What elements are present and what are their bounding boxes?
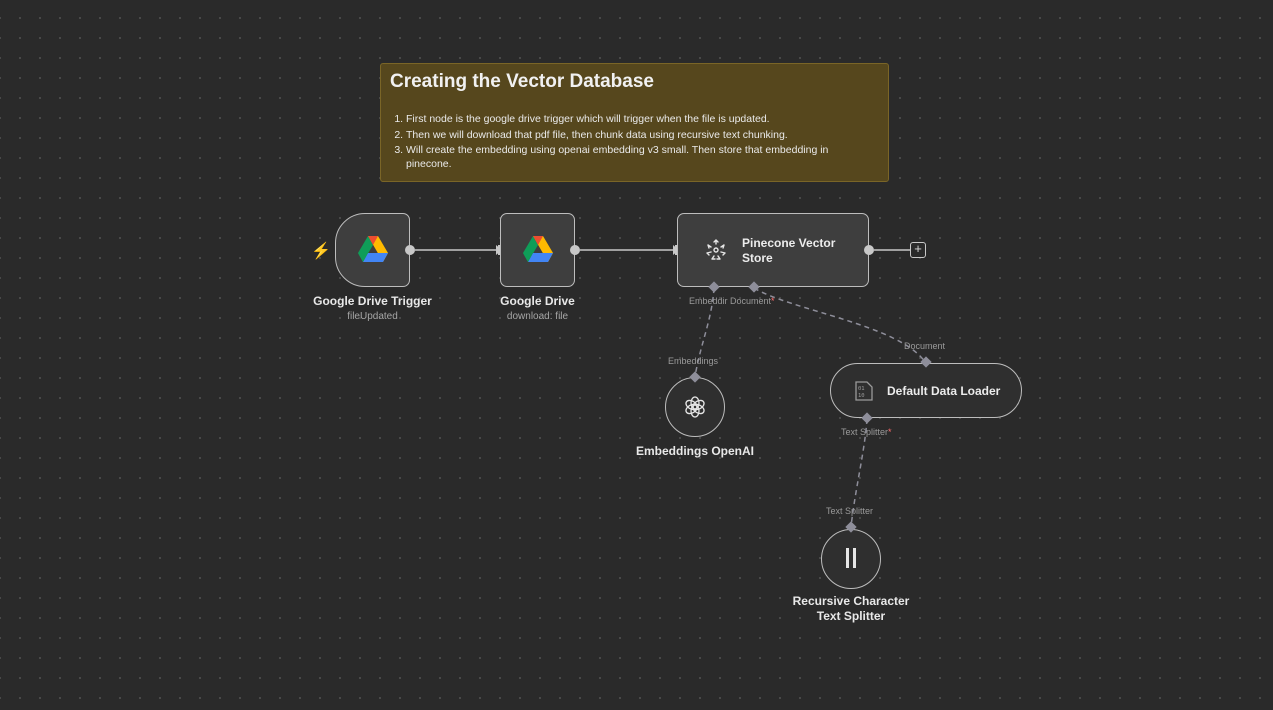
- required-mark: *: [888, 427, 892, 437]
- google-drive-icon: [358, 236, 388, 262]
- node-pinecone-vector-store[interactable]: Pinecone Vector Store: [677, 213, 869, 287]
- gdrive-node-name: Google Drive: [500, 294, 575, 308]
- embeddings-port-label: Embeddings: [668, 356, 719, 366]
- trigger-node-subtitle: fileUpdated: [347, 311, 398, 322]
- loader-node-name: Default Data Loader: [887, 384, 1001, 398]
- splitter-port-label: Text Splitter: [826, 506, 874, 516]
- node-recursive-character-text-splitter[interactable]: [821, 529, 881, 589]
- trigger-bolt-icon: ⚡: [311, 243, 331, 260]
- openai-icon: [685, 396, 705, 418]
- node-default-data-loader[interactable]: 01 10 Default Data Loader: [830, 363, 1022, 418]
- loader-textsplitter-port-label: Text Splitter*: [841, 427, 892, 437]
- binary-file-icon: 01 10: [855, 381, 873, 401]
- trigger-output-handle[interactable]: [405, 245, 415, 255]
- add-node-button[interactable]: +: [910, 242, 926, 258]
- loader-document-port-label: Document: [904, 341, 946, 351]
- splitter-name-line-1: Recursive Character: [792, 594, 910, 608]
- pinecone-node-name: Pinecone Vector Store: [742, 236, 835, 266]
- pinecone-name-line-1: Pinecone Vector: [742, 236, 836, 250]
- sticky-step-1: First node is the google drive trigger w…: [406, 113, 876, 127]
- node-google-drive-trigger[interactable]: [335, 213, 410, 287]
- sticky-step-3: Will create the embedding using openai e…: [406, 144, 876, 171]
- pinecone-name-line-2: Store: [742, 251, 773, 265]
- sticky-step-2: Then we will download that pdf file, the…: [406, 129, 876, 143]
- sticky-note-title: Creating the Vector Database: [390, 71, 654, 92]
- trigger-node-name: Google Drive Trigger: [313, 294, 432, 308]
- node-embeddings-openai[interactable]: [665, 377, 725, 437]
- gdrive-node-subtitle: download: file: [506, 311, 569, 322]
- splitter-name-line-2: Text Splitter: [816, 609, 886, 623]
- google-drive-icon: [523, 236, 553, 262]
- loader-textsplitter-label-text: Text Splitter: [841, 427, 889, 437]
- pinecone-embedding-port-label: Embeddir: [689, 296, 728, 306]
- pinecone-icon: [706, 239, 726, 260]
- splitter-icon: [846, 548, 856, 568]
- required-mark: *: [771, 296, 775, 306]
- svg-text:01: 01: [858, 386, 865, 392]
- embeddings-node-name: Embeddings OpenAI: [635, 444, 754, 458]
- sticky-note-steps: First node is the google drive trigger w…: [386, 113, 876, 173]
- node-google-drive[interactable]: [500, 213, 575, 287]
- pinecone-document-port-label: Document*: [730, 296, 775, 306]
- edge-document-dashed: [753, 287, 926, 363]
- pinecone-document-label-text: Document: [730, 296, 772, 306]
- pinecone-output-handle[interactable]: [864, 245, 874, 255]
- splitter-node-name: Recursive Character Text Splitter: [770, 594, 932, 624]
- svg-text:10: 10: [858, 393, 865, 399]
- sticky-note[interactable]: Creating the Vector Database First node …: [380, 63, 889, 182]
- gdrive-output-handle[interactable]: [570, 245, 580, 255]
